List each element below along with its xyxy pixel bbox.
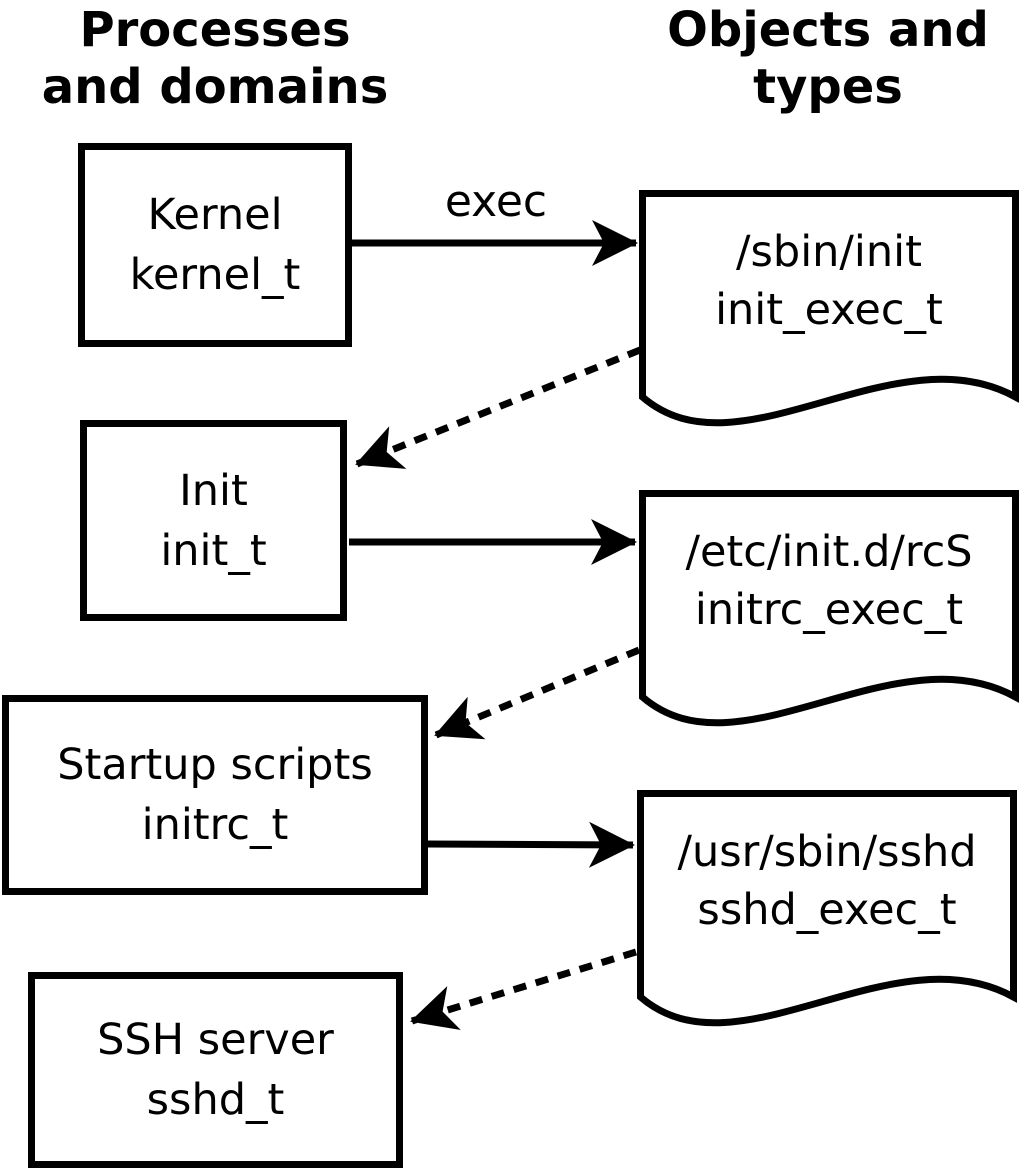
exec-arrow-startup-to-sshd [426,821,635,868]
object-doc-etc-initd-rcs: /etc/init.d/rcS initrc_exec_t [639,490,1019,735]
object-doc-sbin-init: /sbin/init init_exec_t [639,190,1019,435]
object-doc-usr-sbin-sshd: /usr/sbin/sshd sshd_exec_t [637,790,1017,1035]
right-column-header-line2: types [753,59,903,115]
object-type: sshd_exec_t [697,885,957,935]
process-name: Kernel [147,190,283,240]
object-type: initrc_exec_t [694,585,964,635]
object-path: /usr/sbin/sshd [677,827,977,877]
process-box-kernel: Kernel kernel_t [78,143,352,347]
transition-arrow-rcs-to-startup [434,646,641,740]
process-name: Init [179,465,248,516]
process-name: Startup scripts [57,740,373,790]
exec-arrow-label: exec [444,176,548,227]
object-type: init_exec_t [715,285,943,335]
process-domain: initrc_t [141,800,289,850]
object-path: /etc/init.d/rcS [685,527,973,577]
process-box-init: Init init_t [80,420,347,621]
document-shape [637,790,1017,1027]
process-name: SSH server [97,1015,334,1065]
left-column-header-line2: and domains [41,59,389,115]
process-box-startup-scripts: Startup scripts initrc_t [2,695,428,895]
process-box-ssh-server: SSH server sshd_t [28,972,403,1168]
left-column-header: Processes and domains [24,2,406,116]
process-domain: kernel_t [129,250,301,300]
process-domain: init_t [160,525,267,576]
document-shape [639,190,1019,427]
process-domain: sshd_t [146,1075,285,1125]
transition-arrow-sshd-exec-to-sshd [410,948,638,1031]
object-path: /sbin/init [736,227,922,277]
right-column-header: Objects and types [637,2,1019,116]
document-shape [639,490,1019,727]
right-column-header-line1: Objects and [667,2,989,58]
left-column-header-line1: Processes [79,2,351,58]
transition-arrow-sbin-init-to-init [355,346,642,469]
